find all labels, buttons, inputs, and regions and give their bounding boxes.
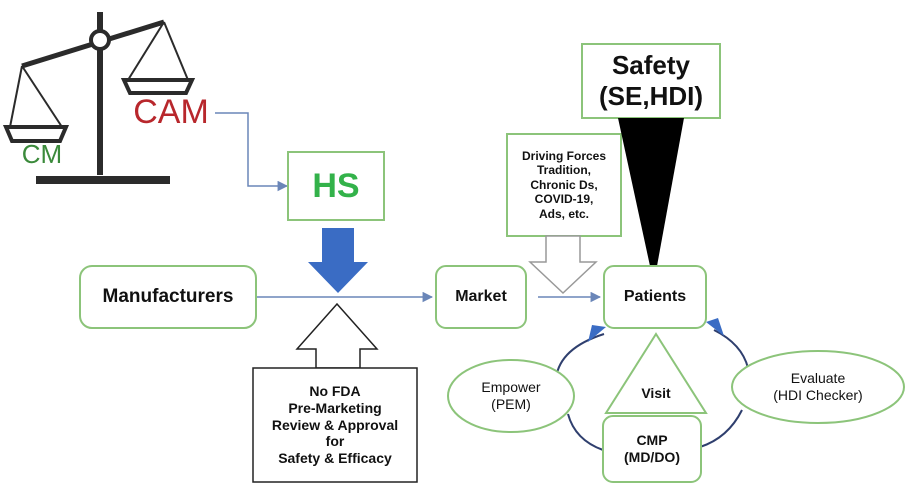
driving-forces-line: Chronic Ds,: [530, 177, 598, 192]
visit-triangle: [604, 332, 708, 414]
evaluate-line-2: (HDI Checker): [773, 387, 863, 403]
driving-forces-line: Driving Forces: [521, 149, 607, 164]
empower-line-2: (PEM): [491, 396, 531, 412]
no-fda-box: [252, 367, 418, 483]
cam-label: CAM: [133, 92, 209, 131]
cm-label: CM: [21, 139, 63, 170]
safety-label: Safety (SE,HDI): [582, 44, 720, 118]
blue-down-arrow: [308, 228, 368, 293]
no-fda-line: Review & Approval: [271, 416, 399, 433]
cmp-line-2: (MD/DO): [624, 449, 680, 465]
cam-to-hs-connector: [215, 112, 289, 192]
evaluate-label: Evaluate (HDI Checker): [732, 351, 904, 423]
empower-line-1: Empower: [481, 379, 541, 396]
cmp-line-1: CMP: [636, 432, 668, 449]
safety-line-2: (SE,HDI): [599, 81, 703, 111]
no-fda-line: Safety & Efficacy: [278, 450, 392, 467]
no-fda-line: for: [325, 433, 345, 450]
driving-forces-line: Tradition,: [537, 163, 591, 178]
no-fda-line: Pre-Marketing: [288, 399, 382, 416]
driving-forces-label: Driving Forces Tradition, Chronic Ds, CO…: [507, 134, 621, 236]
empower-label: Empower (PEM): [448, 360, 574, 432]
evaluate-line-1: Evaluate: [790, 370, 846, 387]
safety-line-1: Safety: [611, 49, 691, 80]
visit-label: Visit: [641, 384, 671, 401]
no-fda-line: No FDA: [309, 383, 361, 399]
hs-box: [287, 151, 385, 221]
cycle-arrowhead-right: [706, 318, 724, 336]
driving-forces-box: [506, 133, 622, 237]
no-fda-label: No FDA Pre-Marketing Review & Approval f…: [253, 368, 417, 482]
manufacturers-box: [79, 265, 257, 329]
safety-wedge: [618, 118, 684, 266]
evaluate-ellipse: [731, 350, 905, 424]
outline-up-arrow: [295, 302, 379, 369]
driving-forces-line: COVID-19,: [534, 192, 594, 207]
patients-label: Patients: [623, 288, 687, 306]
driving-forces-line: Ads, etc.: [538, 206, 589, 221]
market-box: [435, 265, 527, 329]
empower-ellipse: [447, 359, 575, 433]
cycle-arrowhead-left: [588, 325, 606, 342]
balance-scale-icon: [2, 12, 196, 184]
manufacturers-label: Manufacturers: [102, 285, 234, 307]
outline-down-arrow: [528, 235, 598, 295]
cmp-box: [602, 415, 702, 483]
market-label: Market: [455, 288, 507, 306]
patients-box: [603, 265, 707, 329]
hs-label: HS: [312, 166, 360, 205]
safety-box: [581, 43, 721, 119]
cmp-label: CMP (MD/DO): [603, 416, 701, 482]
